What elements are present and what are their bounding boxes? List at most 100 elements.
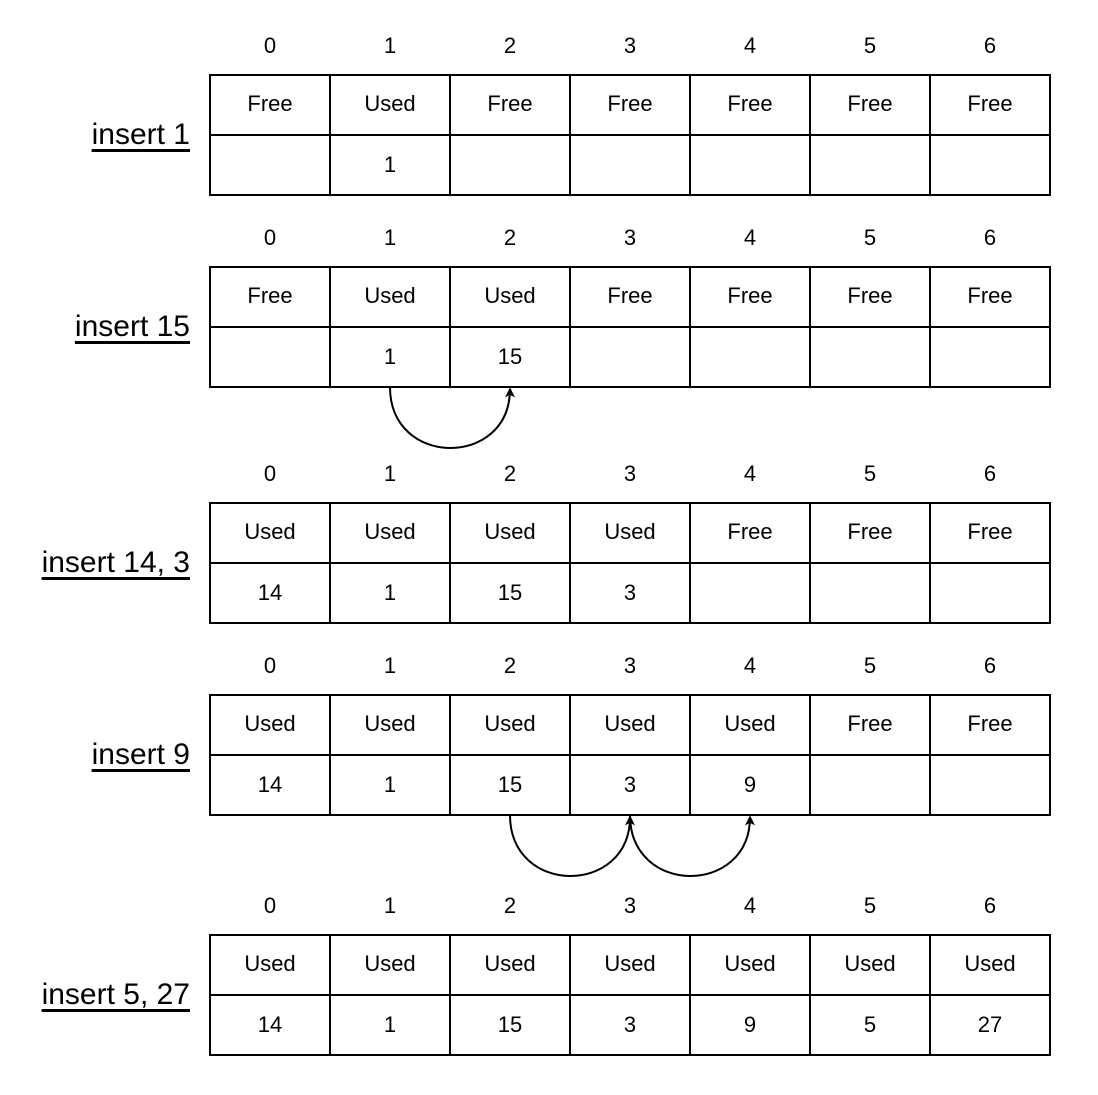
step-label: insert 14, 3 [41,546,190,579]
slot-index-label: 4 [743,653,757,678]
slot-index-label: 3 [623,893,637,918]
slot-status-cell: Used [449,266,571,328]
slot-status-cell: Free [809,694,931,756]
slot-index-label: 3 [623,653,637,678]
slot-value-cell [929,326,1051,388]
slot-value-cell [809,754,931,816]
slot-value-cell: 3 [569,562,691,624]
slot-value-cell: 9 [689,754,811,816]
slot-index-label: 5 [863,461,877,486]
slot-status-cell: Used [809,934,931,996]
slot-status-cell: Free [809,74,931,136]
slot-status-cell: Free [929,502,1051,564]
slot-value-cell: 14 [209,754,331,816]
slot-status-cell: Free [689,74,811,136]
slot-status-cell: Used [569,934,691,996]
slot-status-cell: Used [449,502,571,564]
slot-index-label: 5 [863,893,877,918]
slot-status-cell: Used [569,502,691,564]
slot-value-cell: 15 [449,994,571,1056]
slot-index-label: 5 [863,653,877,678]
slot-index-label: 1 [383,461,397,486]
value-row: 1 [209,134,1051,196]
step-label: insert 1 [91,118,190,151]
step-label: insert 15 [74,310,190,343]
slot-value-cell: 14 [209,562,331,624]
slot-value-cell: 3 [569,994,691,1056]
slot-status-cell: Free [569,266,691,328]
slot-index-label: 1 [383,653,397,678]
slot-index-label: 0 [263,653,277,678]
slot-index-label: 1 [383,893,397,918]
slot-status-cell: Used [449,934,571,996]
slot-value-cell [809,562,931,624]
slot-value-cell [929,134,1051,196]
slot-index-label: 2 [503,461,517,486]
slot-index-label: 6 [983,653,997,678]
slot-value-cell [809,326,931,388]
slot-status-cell: Used [929,934,1051,996]
slot-index-label: 3 [623,33,637,58]
slot-status-cell: Free [929,694,1051,756]
slot-value-cell [569,134,691,196]
slot-value-cell [929,562,1051,624]
slot-status-cell: Used [329,502,451,564]
slot-index-label: 5 [863,225,877,250]
slot-value-cell [929,754,1051,816]
slot-value-cell: 1 [329,754,451,816]
slot-index-label: 4 [743,225,757,250]
slot-index-label: 4 [743,893,757,918]
slot-index-label: 1 [383,33,397,58]
slot-status-cell: Free [209,74,331,136]
slot-value-cell [689,562,811,624]
slot-value-cell: 15 [449,754,571,816]
slot-status-cell: Used [569,694,691,756]
slot-value-cell [809,134,931,196]
probe-arrow [509,814,635,877]
slot-index-label: 4 [743,33,757,58]
slot-value-cell: 1 [329,994,451,1056]
slot-index-label: 0 [263,461,277,486]
slot-status-cell: Free [209,266,331,328]
slot-index-label: 3 [623,225,637,250]
slot-status-cell: Used [329,934,451,996]
slot-value-cell [689,326,811,388]
slot-value-cell: 9 [689,994,811,1056]
slot-index-label: 0 [263,33,277,58]
slot-status-cell: Free [809,502,931,564]
slot-value-cell [209,134,331,196]
step-label: insert 9 [91,738,190,771]
slot-index-label: 6 [983,461,997,486]
slot-value-cell: 5 [809,994,931,1056]
slot-index-label: 1 [383,225,397,250]
slot-status-cell: Used [209,934,331,996]
probe-arrow [389,386,515,449]
slot-index-label: 2 [503,225,517,250]
slot-index-label: 3 [623,461,637,486]
slot-status-cell: Free [569,74,691,136]
slot-value-cell: 15 [449,326,571,388]
slot-value-cell: 1 [329,562,451,624]
slot-value-cell [449,134,571,196]
step-label: insert 5, 27 [41,978,190,1011]
slot-index-label: 0 [263,225,277,250]
slot-index-label: 6 [983,893,997,918]
slot-value-cell: 14 [209,994,331,1056]
slot-index-label: 5 [863,33,877,58]
slot-status-cell: Free [929,74,1051,136]
slot-status-cell: Free [689,502,811,564]
slot-status-cell: Used [209,694,331,756]
slot-index-label: 2 [503,893,517,918]
slot-status-cell: Free [929,266,1051,328]
slot-status-cell: Free [449,74,571,136]
slot-value-cell [689,134,811,196]
